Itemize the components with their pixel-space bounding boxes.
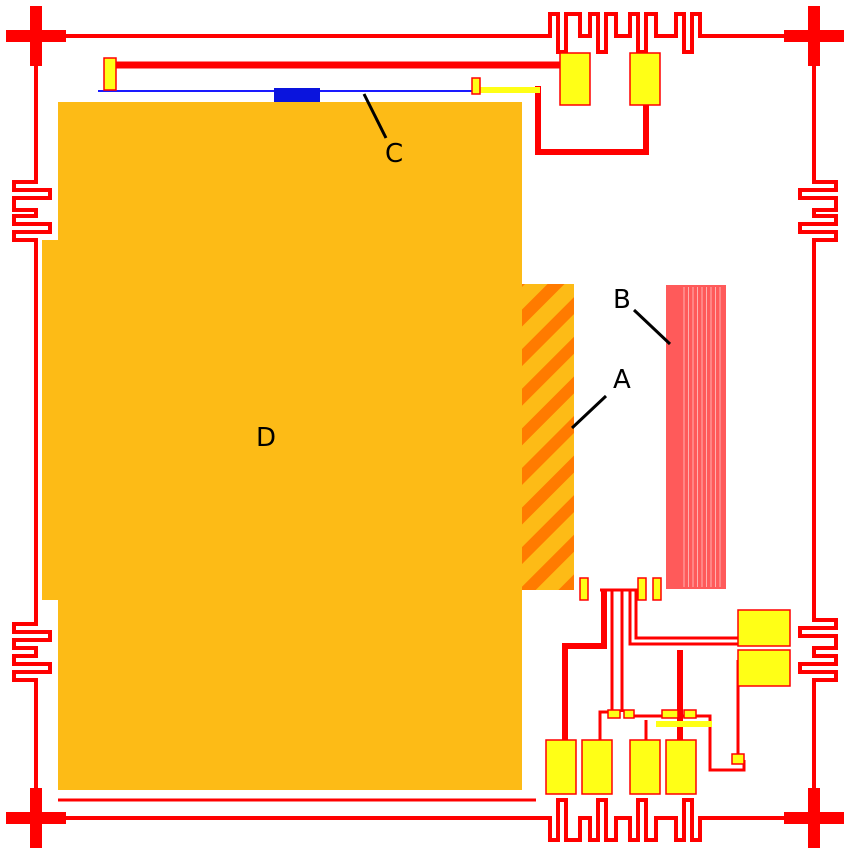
comb-structure-b [666, 285, 726, 589]
leader-a [570, 394, 608, 430]
frame-left [12, 36, 52, 818]
die-region-d [42, 102, 574, 790]
small-pad [579, 577, 589, 601]
label-d: D [256, 423, 276, 453]
label-c: C [385, 139, 403, 169]
cross-alignment-mark-icon [6, 6, 66, 66]
cross-alignment-mark-icon [6, 788, 66, 848]
top-loop-trace [535, 86, 649, 155]
wire-c-block [274, 88, 320, 102]
frame-top [36, 12, 814, 54]
hatched-region-a [522, 284, 574, 590]
small-pad [652, 577, 662, 601]
bottom-trace [562, 590, 607, 740]
bond-pad [545, 739, 577, 795]
leader-lines [362, 93, 672, 430]
leader-c [362, 93, 388, 139]
frame-bottom [36, 798, 814, 842]
small-pad [637, 577, 647, 601]
bottom-trace [628, 590, 740, 646]
small-pad [623, 709, 635, 719]
bond-pad [737, 609, 791, 647]
bond-pad [559, 52, 591, 106]
cross-alignment-mark-icon [784, 788, 844, 848]
cross-alignment-mark-icon [784, 6, 844, 66]
alignment-marks [6, 6, 844, 848]
bond-pad [665, 739, 697, 795]
bond-pad [629, 52, 661, 106]
small-pad [683, 709, 697, 719]
top-small-pad [471, 77, 481, 95]
label-a: A [613, 365, 631, 395]
bond-pad [737, 649, 791, 687]
outer-frame-trace [12, 12, 838, 842]
small-pad [731, 753, 745, 765]
bottom-trace [634, 590, 740, 640]
leader-b [632, 308, 672, 346]
bond-pad [581, 739, 613, 795]
small-pad [607, 709, 621, 719]
frame-right [798, 36, 838, 818]
top-left-pad [103, 57, 117, 91]
bond-pad [629, 739, 661, 795]
label-b: B [613, 285, 631, 315]
small-pad [661, 709, 679, 719]
